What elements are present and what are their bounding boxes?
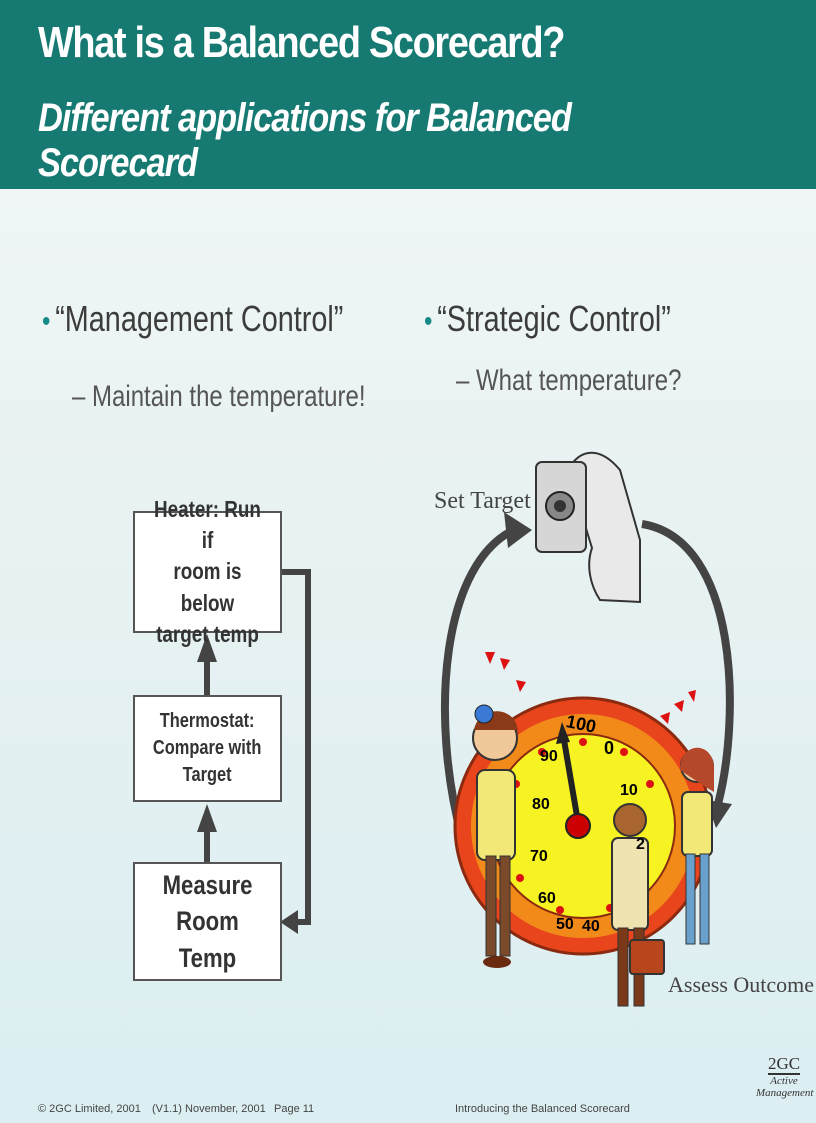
- bullet-strategic-control: •“Strategic Control”: [424, 298, 671, 340]
- loop-arrow-right: [641, 520, 734, 806]
- worried-person-icon: [472, 704, 518, 968]
- sub-text: – What temperature?: [456, 364, 682, 397]
- bullet-text: “Management Control”: [55, 298, 344, 339]
- sub-maintain-temperature: – Maintain the temperature!: [72, 380, 366, 414]
- logo-mark: 2GC: [767, 1054, 801, 1075]
- man-with-briefcase-icon: [611, 803, 665, 1007]
- set-target-label: Set Target: [434, 488, 531, 514]
- gauge-num: 80: [532, 796, 550, 813]
- bullet-management-control: •“Management Control”: [42, 298, 343, 340]
- hand-thermostat-icon: [535, 451, 641, 604]
- logo-line2: Management: [756, 1087, 814, 1100]
- thermostat-label: Thermostat: Compare with Target: [153, 710, 262, 786]
- footer-copyright: © 2GC Limited, 2001: [38, 1103, 141, 1115]
- company-logo: 2GC Active Management: [756, 1054, 814, 1100]
- loop-arrowhead-top: [504, 512, 532, 548]
- heater-box: Heater: Run if room is below target temp: [133, 496, 282, 647]
- bullet-dot: •: [42, 305, 51, 338]
- woman-shading-eyes-icon: [680, 747, 715, 945]
- gauge-num: 50: [556, 916, 574, 933]
- footer-doc-title: Introducing the Balanced Scorecard: [455, 1103, 630, 1115]
- logo-line1: Active: [770, 1075, 798, 1087]
- gauge-num: 10: [620, 782, 638, 799]
- gauge-num: 40: [582, 918, 600, 935]
- bullet-text: “Strategic Control”: [437, 298, 671, 339]
- thermostat-box: Thermostat: Compare with Target: [133, 695, 282, 802]
- page-title: What is a Balanced Scorecard?: [38, 18, 565, 67]
- header-band: What is a Balanced Scorecard? Different …: [0, 0, 816, 189]
- heater-label: Heater: Run if room is below target temp: [154, 496, 261, 647]
- footer-version: (V1.1) November, 2001: [152, 1103, 266, 1115]
- page-subtitle: Different applications for Balanced Scor…: [38, 96, 572, 185]
- footer-page: Page 11: [274, 1103, 315, 1115]
- gauge-num: 90: [540, 748, 558, 765]
- gauge-num: 70: [530, 848, 548, 865]
- gauge-num: 60: [538, 890, 556, 907]
- gauge-num: 2: [636, 836, 645, 853]
- sub-what-temperature: – What temperature?: [456, 364, 681, 398]
- bullet-dot: •: [424, 305, 433, 338]
- sub-text: – Maintain the temperature!: [72, 380, 366, 413]
- measure-label: Measure Room Temp: [162, 869, 253, 973]
- measure-box: Measure Room Temp: [133, 862, 282, 981]
- gauge-num: 0: [604, 738, 615, 758]
- assess-outcome-label: Assess Outcome: [668, 972, 815, 997]
- loop-arrow-left: [440, 524, 520, 840]
